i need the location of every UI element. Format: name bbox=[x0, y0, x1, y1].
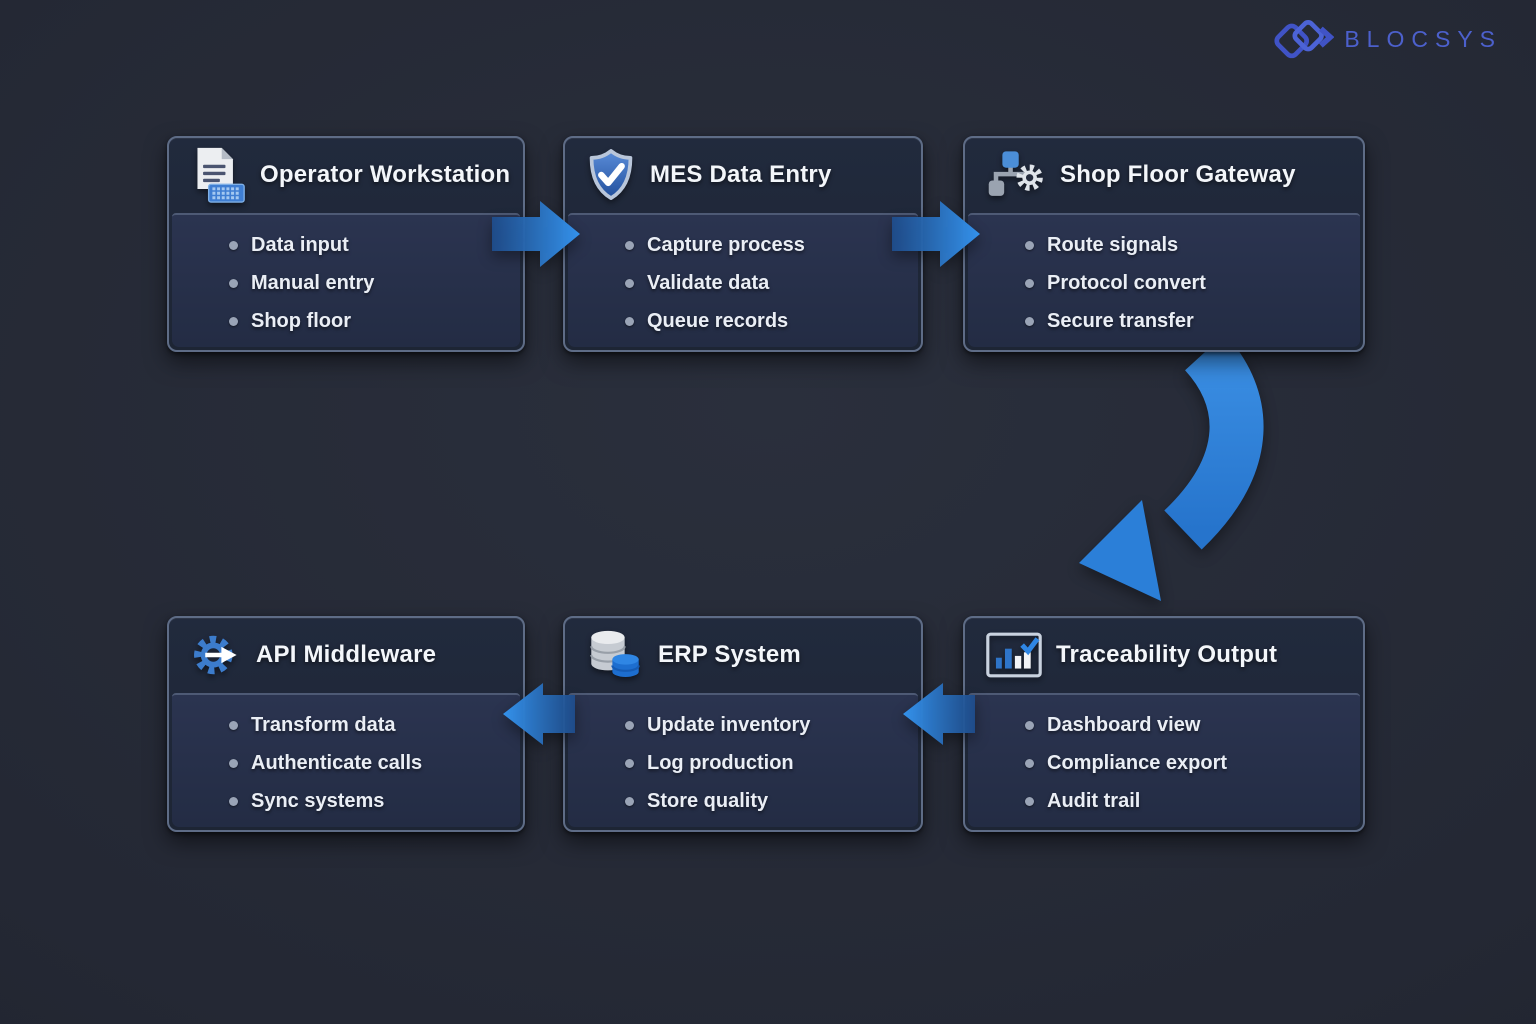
bullet-dot bbox=[229, 796, 238, 806]
document-keyboard-icon bbox=[190, 145, 246, 205]
network-gear-icon bbox=[986, 150, 1046, 200]
list-item: Protocol convert bbox=[1025, 264, 1360, 302]
blocsys-logo-icon bbox=[1274, 20, 1335, 59]
bullet-dot bbox=[625, 796, 634, 806]
brand-name: BLOCSYS bbox=[1344, 25, 1502, 52]
list-item: Dashboard view bbox=[1025, 706, 1360, 744]
node-title: MES Data Entry bbox=[650, 161, 832, 188]
bullet-dot bbox=[229, 758, 238, 768]
bullet-dot bbox=[1025, 796, 1034, 806]
bullet-text: Audit trail bbox=[1047, 789, 1141, 812]
node-header: ERP System bbox=[565, 618, 921, 692]
list-item: Compliance export bbox=[1025, 744, 1360, 782]
bar-chart-check-icon bbox=[986, 632, 1042, 678]
bullet-dot bbox=[1025, 316, 1034, 326]
node-traceability-output: Traceability Output Dashboard view Compl… bbox=[963, 616, 1365, 832]
flow-arrow-erp-to-middleware bbox=[503, 683, 575, 745]
brand-logo: BLOCSYS bbox=[1272, 14, 1502, 64]
bullet-dot bbox=[1025, 240, 1034, 250]
bullet-dot bbox=[625, 278, 634, 288]
bullet-text: Route signals bbox=[1047, 233, 1179, 256]
bullet-dot bbox=[625, 720, 634, 730]
list-item: Shop floor bbox=[229, 302, 520, 340]
flow-arrow-traceability-to-erp bbox=[903, 683, 975, 745]
node-bullet-list: Transform data Authenticate calls Sync s… bbox=[172, 693, 520, 827]
node-title: Traceability Output bbox=[1056, 641, 1278, 668]
bullet-text: Update inventory bbox=[647, 713, 811, 736]
list-item: Log production bbox=[625, 744, 918, 782]
flow-arrow-gateway-to-traceability bbox=[1079, 340, 1264, 601]
list-item: Queue records bbox=[625, 302, 918, 340]
node-header: Shop Floor Gateway bbox=[965, 138, 1363, 212]
node-bullet-list: Capture process Validate data Queue reco… bbox=[568, 213, 918, 347]
bullet-dot bbox=[1025, 720, 1034, 730]
bullet-text: Protocol convert bbox=[1047, 271, 1206, 294]
node-title: API Middleware bbox=[256, 641, 437, 668]
node-title: Shop Floor Gateway bbox=[1060, 161, 1296, 188]
node-shop-floor-gateway: Shop Floor Gateway Route signals Protoco… bbox=[963, 136, 1365, 352]
node-title: Operator Workstation bbox=[260, 161, 511, 188]
bullet-text: Log production bbox=[647, 751, 794, 774]
node-bullet-list: Dashboard view Compliance export Audit t… bbox=[968, 693, 1360, 827]
node-header: API Middleware bbox=[169, 618, 523, 692]
flow-arrow-operator-to-mes bbox=[492, 201, 580, 267]
node-api-middleware: API Middleware Transform data Authentica… bbox=[167, 616, 525, 832]
bullet-text: Capture process bbox=[647, 233, 805, 256]
list-item: Data input bbox=[229, 226, 520, 264]
list-item: Authenticate calls bbox=[229, 744, 520, 782]
node-title: ERP System bbox=[658, 641, 801, 668]
list-item: Capture process bbox=[625, 226, 918, 264]
bullet-text: Secure transfer bbox=[1047, 309, 1194, 332]
bullet-text: Queue records bbox=[647, 309, 789, 332]
bullet-text: Shop floor bbox=[251, 309, 351, 332]
list-item: Manual entry bbox=[229, 264, 520, 302]
node-header: MES Data Entry bbox=[565, 138, 921, 212]
list-item: Update inventory bbox=[625, 706, 918, 744]
list-item: Store quality bbox=[625, 782, 918, 820]
node-bullet-list: Data input Manual entry Shop floor bbox=[172, 213, 520, 347]
bullet-text: Manual entry bbox=[251, 271, 375, 294]
bullet-dot bbox=[625, 758, 634, 768]
list-item: Sync systems bbox=[229, 782, 520, 820]
list-item: Secure transfer bbox=[1025, 302, 1360, 340]
bullet-text: Compliance export bbox=[1047, 751, 1228, 774]
bullet-dot bbox=[1025, 758, 1034, 768]
bullet-dot bbox=[229, 720, 238, 730]
flow-arrow-mes-to-gateway bbox=[892, 201, 980, 267]
bullet-dot bbox=[229, 240, 238, 250]
bullet-text: Data input bbox=[251, 233, 349, 256]
bullet-text: Dashboard view bbox=[1047, 713, 1201, 736]
bullet-dot bbox=[229, 316, 238, 326]
node-erp-system: ERP System Update inventory Log producti… bbox=[563, 616, 923, 832]
node-operator-workstation: Operator Workstation Data input Manual e… bbox=[167, 136, 525, 352]
node-bullet-list: Route signals Protocol convert Secure tr… bbox=[968, 213, 1360, 347]
node-header: Operator Workstation bbox=[169, 138, 523, 212]
node-header: Traceability Output bbox=[965, 618, 1363, 692]
list-item: Audit trail bbox=[1025, 782, 1360, 820]
bullet-text: Authenticate calls bbox=[251, 751, 423, 774]
bullet-dot bbox=[1025, 278, 1034, 288]
shield-check-icon bbox=[586, 148, 636, 202]
node-mes-data-entry: MES Data Entry Capture process Validate … bbox=[563, 136, 923, 352]
database-icon bbox=[586, 627, 644, 683]
bullet-dot bbox=[625, 240, 634, 250]
node-bullet-list: Update inventory Log production Store qu… bbox=[568, 693, 918, 827]
bullet-text: Transform data bbox=[251, 713, 396, 736]
bullet-text: Sync systems bbox=[251, 789, 385, 812]
bullet-dot bbox=[625, 316, 634, 326]
bullet-dot bbox=[229, 278, 238, 288]
gear-arrow-icon bbox=[190, 629, 242, 681]
bullet-text: Validate data bbox=[647, 271, 770, 294]
list-item: Transform data bbox=[229, 706, 520, 744]
list-item: Validate data bbox=[625, 264, 918, 302]
list-item: Route signals bbox=[1025, 226, 1360, 264]
bullet-text: Store quality bbox=[647, 789, 769, 812]
